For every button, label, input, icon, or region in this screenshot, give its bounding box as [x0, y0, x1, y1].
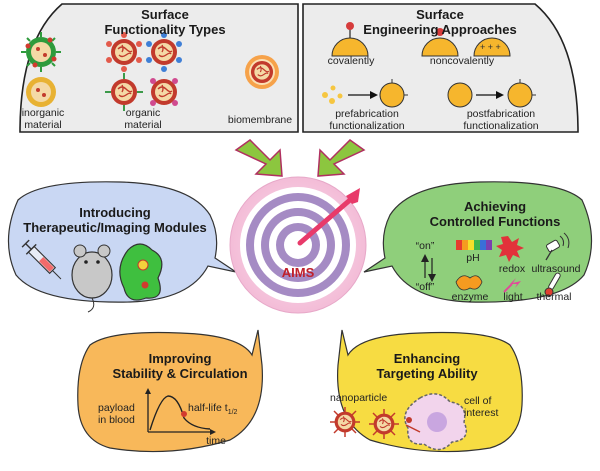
- inorganic-np-bottom: [26, 77, 56, 107]
- aims-label: AIMS: [281, 265, 315, 280]
- stability-title-line2: Stability & Circulation: [112, 365, 248, 381]
- svg-text:+ + +: + + +: [480, 42, 501, 52]
- controlled-title-line1: Achieving: [463, 199, 527, 214]
- targeting-title-line1: Enhancing: [393, 351, 461, 366]
- surface-types-title-line2: Functionality Types: [104, 21, 226, 37]
- engineering-title-line1: Surface: [416, 7, 464, 22]
- on-label: “on”: [415, 240, 435, 252]
- engineering-title-line2: Engineering Approaches: [363, 21, 517, 37]
- targeting-title: Enhancing Targeting Ability: [352, 351, 502, 381]
- organic-np-2: [146, 32, 182, 72]
- organic-np-4: [150, 78, 178, 106]
- postfab-scheme: [447, 79, 536, 108]
- ultrasound-icon: [545, 232, 570, 261]
- covalent-icon: [331, 22, 369, 57]
- stability-title: Improving Stability & Circulation: [100, 351, 260, 381]
- arrow-left-icon: [234, 139, 283, 177]
- organic-label: organic material: [124, 107, 162, 131]
- time-axis-label: time: [206, 435, 226, 447]
- prefab-label: prefabrication functionalization: [329, 108, 405, 132]
- organic-np-3: [105, 73, 143, 111]
- light-icon: [503, 278, 521, 293]
- inorganic-np-top: [21, 32, 61, 72]
- svg-text:−: −: [487, 24, 492, 34]
- stability-bubble: [77, 329, 263, 453]
- circulation-plot: [145, 388, 216, 435]
- controlled-title: Achieving Controlled Functions: [410, 199, 580, 229]
- cell-of-interest-label: cell of interest: [464, 395, 499, 419]
- therapeutic-title-line2: Therapeutic/Imaging Modules: [23, 219, 207, 235]
- enzyme-label: enzyme: [451, 291, 489, 303]
- biomembrane-np: [245, 55, 279, 89]
- light-label: light: [503, 291, 523, 303]
- therapeutic-bubble: [7, 181, 237, 303]
- thermometer-icon: [544, 272, 561, 297]
- surface-types-title-line1: Surface: [141, 7, 189, 22]
- controlled-title-line2: Controlled Functions: [429, 213, 561, 229]
- off-label: “off”: [415, 281, 435, 293]
- ph-label: pH: [466, 252, 480, 264]
- syringe-icon: [21, 239, 62, 280]
- prefab-scheme: [322, 79, 408, 108]
- halflife-label: half-life t1/2: [188, 402, 268, 417]
- stability-title-line1: Improving: [148, 351, 212, 366]
- enzyme-icon: [455, 275, 483, 291]
- on-off-arrows-icon: [421, 254, 436, 282]
- redox-label: redox: [498, 263, 526, 275]
- halflife-text: half-life t: [188, 402, 228, 414]
- mouse-icon: [71, 244, 113, 313]
- redox-icon: [496, 236, 524, 262]
- surface-types-title: Surface Functionality Types: [90, 7, 240, 37]
- noncovalently-label: noncovalently: [429, 55, 495, 67]
- nanoparticle-icon-1: [330, 407, 360, 437]
- arrow-right-icon: [317, 139, 366, 177]
- noncovalent-icon: + + + −: [421, 24, 511, 57]
- ph-icon: [456, 240, 492, 250]
- inorganic-label: inorganic material: [21, 107, 65, 131]
- ultrasound-label: ultrasound: [531, 263, 581, 275]
- therapeutic-title: Introducing Therapeutic/Imaging Modules: [20, 205, 210, 235]
- surface-types-panel: [19, 3, 299, 133]
- imaging-cell-icon: [119, 243, 163, 301]
- halflife-subscript: 1/2: [227, 409, 238, 417]
- target-icon: [229, 176, 367, 314]
- biomembrane-label: biomembrane: [227, 114, 293, 126]
- postfab-label: postfabrication functionalization: [463, 108, 539, 132]
- payload-axis-label: payload in blood: [98, 402, 135, 426]
- nanoparticle-icon-2: [369, 409, 399, 439]
- targeting-title-line2: Targeting Ability: [376, 365, 478, 381]
- nanoparticle-label: nanoparticle: [330, 392, 388, 404]
- therapeutic-title-line1: Introducing: [79, 205, 151, 220]
- dart-icon: [297, 188, 360, 246]
- covalently-label: covalently: [327, 55, 375, 67]
- engineering-title: Surface Engineering Approaches: [350, 7, 530, 37]
- organic-np-1: [106, 32, 142, 72]
- thermal-label: thermal: [536, 291, 572, 303]
- cell-of-interest-icon: [404, 393, 467, 451]
